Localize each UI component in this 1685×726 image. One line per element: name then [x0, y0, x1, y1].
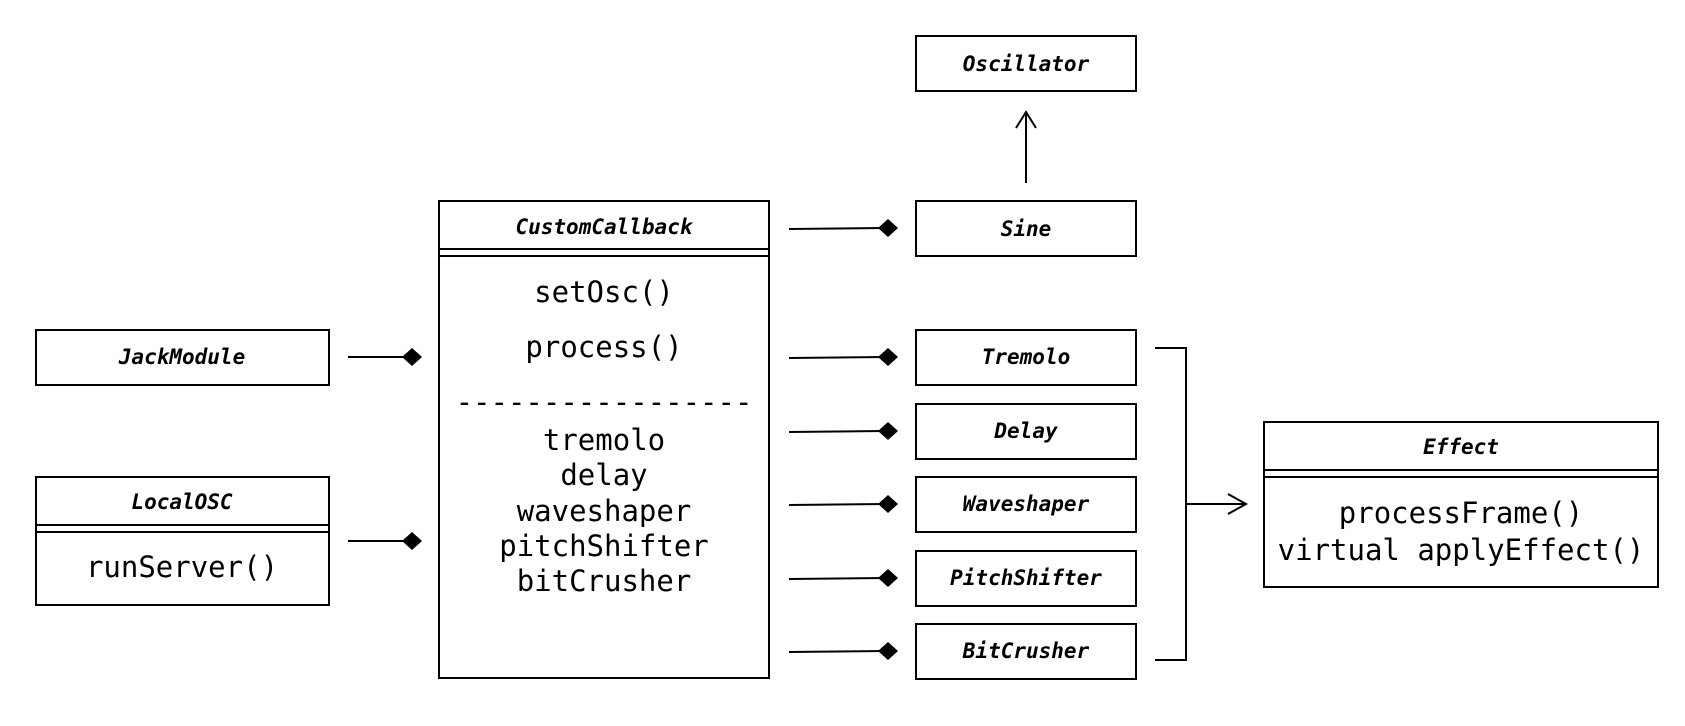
class-bit-crusher[interactable]: BitCrusher: [915, 623, 1137, 680]
method-runserver: runServer(): [86, 550, 278, 584]
class-jack-module-title: JackModule: [118, 345, 245, 369]
diamond-icon: [402, 348, 422, 366]
class-delay[interactable]: Delay: [915, 403, 1137, 460]
composition-jackmodule: [348, 348, 422, 366]
member-tremolo: tremolo: [543, 423, 665, 457]
class-effect[interactable]: Effect processFrame() virtual applyEffec…: [1263, 421, 1659, 588]
class-bit-crusher-box: [915, 623, 1137, 680]
composition-line: [788, 430, 886, 433]
class-local-osc-title: LocalOSC: [131, 490, 233, 514]
inheritance-sine-oscillator: [1015, 110, 1037, 183]
member-pitchshifter: pitchShifter: [499, 529, 709, 563]
diamond-icon: [878, 495, 898, 513]
composition-line: [788, 227, 886, 230]
member-delay: delay: [560, 458, 647, 492]
class-custom-callback[interactable]: CustomCallback setOsc() process() ------…: [438, 200, 770, 679]
diamond-icon: [878, 569, 898, 587]
class-bit-crusher-title: BitCrusher: [962, 639, 1090, 663]
composition-pitchshifter: [788, 569, 898, 587]
class-waveshaper-box: [915, 476, 1137, 533]
member-waveshaper: waveshaper: [517, 494, 692, 528]
bracket-line: [1155, 347, 1187, 661]
diamond-icon: [878, 422, 898, 440]
composition-tremolo: [788, 348, 898, 366]
class-waveshaper[interactable]: Waveshaper: [915, 476, 1137, 533]
class-local-osc-box: [35, 476, 330, 606]
class-pitch-shifter[interactable]: PitchShifter: [915, 550, 1137, 607]
class-tremolo[interactable]: Tremolo: [915, 329, 1137, 386]
method-processframe: processFrame(): [1339, 496, 1583, 530]
class-pitch-shifter-title: PitchShifter: [950, 566, 1102, 590]
class-local-osc[interactable]: LocalOSC runServer(): [35, 476, 330, 606]
diamond-icon: [878, 219, 898, 237]
method-setosc: setOsc(): [534, 275, 674, 309]
class-effect-title: Effect: [1423, 435, 1499, 459]
composition-line: [788, 356, 886, 359]
class-sine-box: [915, 200, 1137, 257]
class-effect-box: [1263, 421, 1659, 588]
composition-bitcrusher: [788, 642, 898, 660]
composition-line: [788, 503, 886, 506]
class-waveshaper-title: Waveshaper: [963, 492, 1090, 516]
method-applyeffect: virtual applyEffect(): [1278, 533, 1645, 567]
class-delay-title: Delay: [993, 419, 1058, 443]
class-oscillator[interactable]: Oscillator: [915, 35, 1137, 92]
composition-line: [788, 577, 886, 580]
composition-line: [788, 650, 886, 653]
method-process: process(): [525, 330, 682, 364]
class-tremolo-box: [915, 329, 1137, 386]
class-delay-box: [915, 403, 1137, 460]
diamond-icon: [878, 642, 898, 660]
class-pitch-shifter-box: [915, 550, 1137, 607]
composition-localosc: [348, 532, 422, 550]
class-custom-callback-box: [438, 200, 770, 679]
composition-waveshaper: [788, 495, 898, 513]
class-custom-callback-title: CustomCallback: [515, 215, 693, 239]
dashed-separator: -----------------: [456, 385, 753, 419]
class-tremolo-title: Tremolo: [982, 345, 1071, 369]
open-arrow-icon: [1015, 110, 1037, 129]
class-jack-module-box: [35, 329, 330, 386]
open-arrow-icon: [1227, 493, 1249, 515]
class-oscillator-box: [915, 35, 1137, 92]
diamond-icon: [402, 532, 422, 550]
composition-sine: [788, 219, 898, 237]
class-sine-title: Sine: [1001, 217, 1052, 241]
diamond-icon: [878, 348, 898, 366]
member-bitcrusher: bitCrusher: [517, 564, 692, 598]
inheritance-effects-bracket: [1155, 347, 1249, 661]
class-jack-module[interactable]: JackModule: [35, 329, 330, 386]
class-oscillator-title: Oscillator: [963, 52, 1090, 76]
class-sine[interactable]: Sine: [915, 200, 1137, 257]
composition-delay: [788, 422, 898, 440]
